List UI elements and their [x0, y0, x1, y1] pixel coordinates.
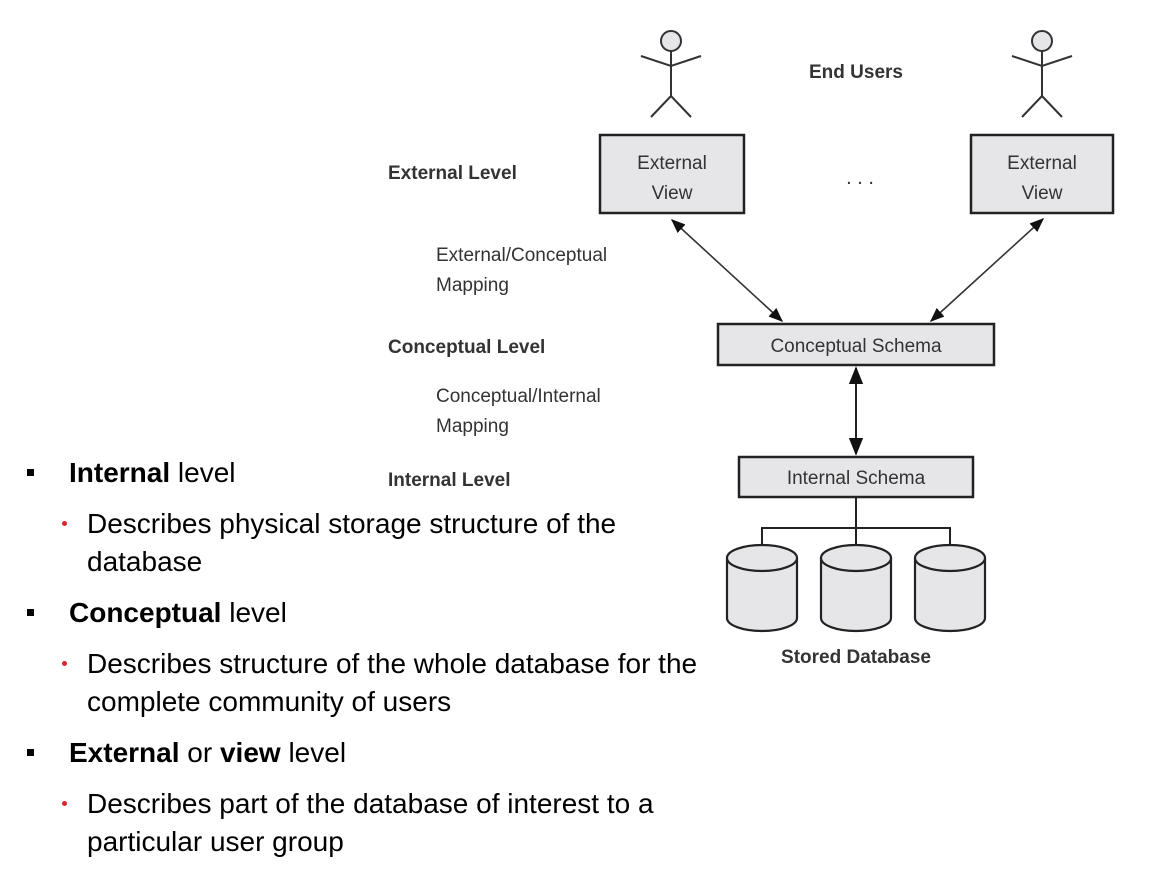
sub-bullet-text: Describes part of the database of intere… [87, 788, 654, 857]
conceptual-internal-mapping-label: Conceptual/Internal [436, 386, 601, 407]
square-bullet-icon [27, 749, 34, 756]
ellipsis: . . . [846, 167, 874, 189]
external-view-box-left: External View [598, 133, 746, 215]
end-users-label: End Users [809, 62, 903, 83]
external-conceptual-mapping-label-line2: Mapping [436, 275, 509, 296]
database-cylinder-icon [819, 543, 893, 633]
sub-bullet-text: Describes structure of the whole databas… [87, 648, 698, 717]
bullet-bold-term-2: view [219, 737, 281, 768]
database-cylinder-icon [913, 543, 987, 633]
bullet-bold-term: Conceptual [69, 597, 222, 628]
external-view-left-line2: View [652, 183, 693, 204]
bullet-mid: or [179, 737, 220, 768]
external-view-box-right: External View [969, 133, 1115, 215]
square-bullet-icon [27, 469, 34, 476]
conceptual-schema-label: Conceptual Schema [770, 336, 942, 357]
red-dot-bullet-icon [62, 521, 67, 526]
user-icon [1011, 30, 1073, 118]
database-cylinder-icon [725, 543, 799, 633]
bullet-bold-term: External [69, 737, 180, 768]
external-conceptual-mapping-label: External/Conceptual [436, 245, 607, 266]
bullet-rest: level [221, 597, 287, 628]
bullet-rest: level [170, 457, 236, 488]
external-view-right-line2: View [1022, 183, 1063, 204]
square-bullet-icon [27, 609, 34, 616]
mapping-arrow-left [670, 219, 784, 322]
stored-database-label: Stored Database [781, 647, 931, 668]
external-view-left-line1: External [637, 153, 707, 174]
internal-schema-label: Internal Schema [787, 468, 926, 489]
bullet-rest: level [280, 737, 347, 768]
red-dot-bullet-icon [62, 661, 67, 666]
bullet-bold-term: Internal [69, 457, 171, 488]
conceptual-internal-mapping-label-line2: Mapping [436, 416, 509, 437]
conceptual-level-label: Conceptual Level [388, 337, 545, 358]
conceptual-schema-box: Conceptual Schema [716, 322, 996, 367]
user-icon [640, 30, 702, 118]
red-dot-bullet-icon [62, 801, 67, 806]
external-level-label: External Level [388, 163, 517, 184]
disk-connectors [761, 497, 951, 546]
internal-level-label: Internal Level [388, 470, 511, 491]
external-view-right-line1: External [1007, 153, 1077, 174]
mapping-arrow-right [929, 218, 1045, 322]
sub-bullet-text: Describes physical storage structure of … [87, 508, 617, 577]
internal-schema-box: Internal Schema [737, 455, 975, 499]
